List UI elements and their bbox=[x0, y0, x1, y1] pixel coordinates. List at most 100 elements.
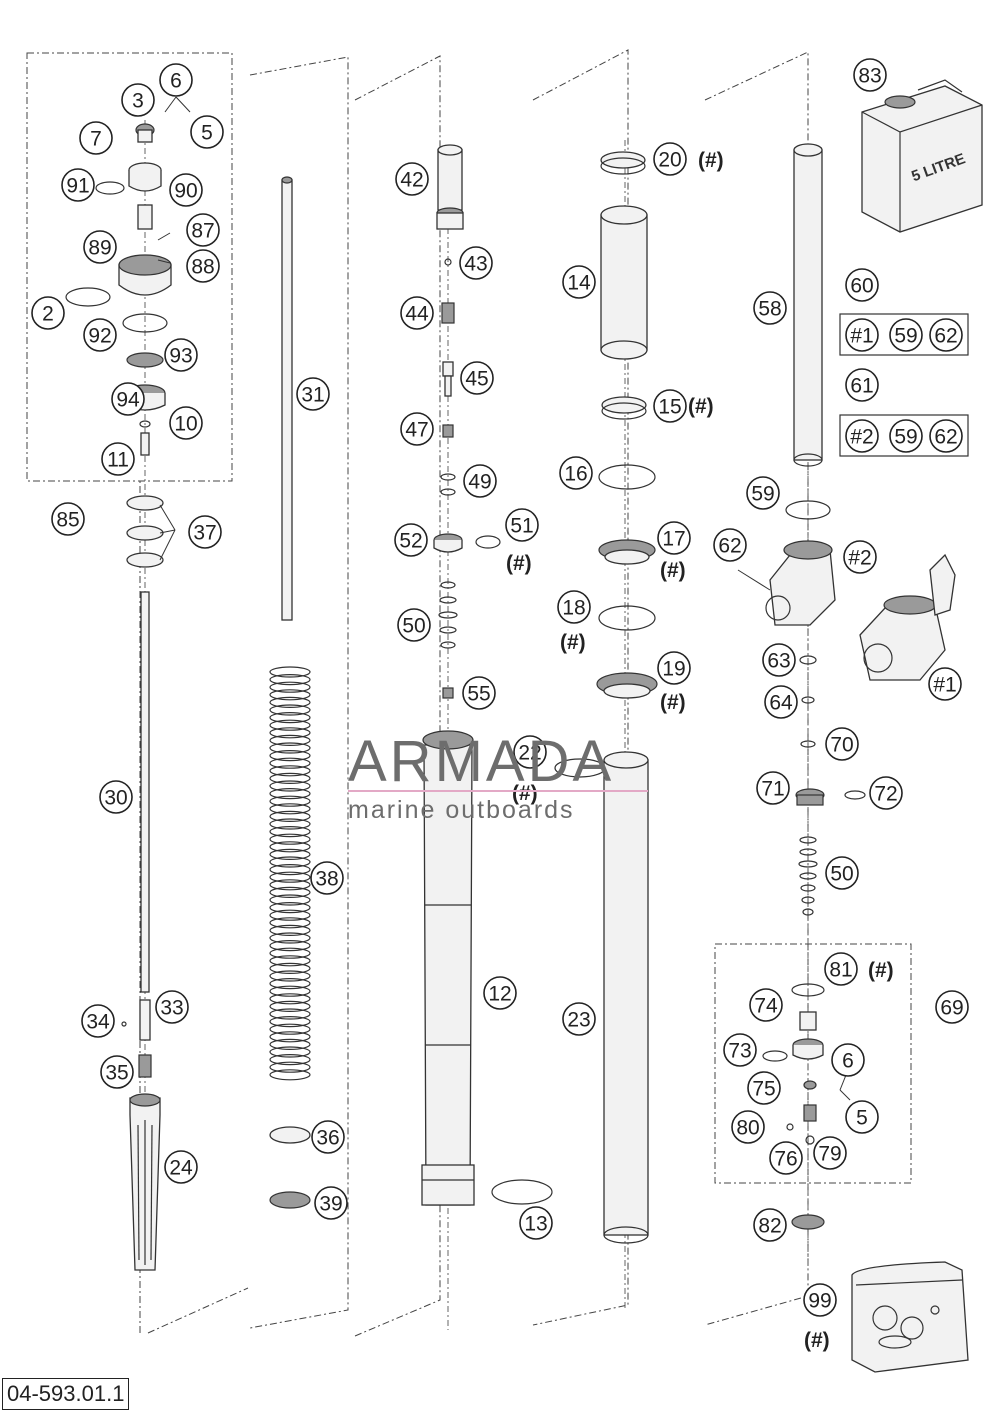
spring-coil bbox=[269, 719, 311, 731]
spring-coil bbox=[269, 787, 311, 800]
callout-number: 92 bbox=[88, 325, 111, 348]
spring-coil bbox=[269, 894, 311, 906]
callout-circle bbox=[186, 213, 220, 247]
spring-coil bbox=[269, 666, 311, 678]
spring-coil bbox=[269, 1069, 311, 1081]
callout-l_hash2: #2 bbox=[843, 540, 877, 574]
callout-circle bbox=[169, 173, 203, 207]
spring-coil bbox=[269, 1023, 311, 1035]
callout-kit60-2: 62 bbox=[929, 318, 963, 352]
callout-number: 35 bbox=[105, 1062, 128, 1085]
callout-circle bbox=[653, 142, 687, 176]
callout-number: 99 bbox=[808, 1290, 831, 1313]
watermark-rule bbox=[348, 790, 648, 792]
callout-circle bbox=[311, 1120, 345, 1154]
spring-coil bbox=[269, 818, 311, 830]
callout-number: 62 bbox=[934, 325, 957, 348]
callout-kit61-2: 62 bbox=[929, 419, 963, 453]
callout-circle bbox=[769, 1141, 803, 1175]
callout-number: 50 bbox=[830, 863, 853, 886]
callout-circle bbox=[483, 976, 517, 1010]
callout-number: #1 bbox=[933, 674, 956, 697]
callout-number: 88 bbox=[191, 256, 214, 279]
callout-circle bbox=[723, 1033, 757, 1067]
callout-number: 3 bbox=[132, 90, 144, 113]
callout-number: 38 bbox=[315, 868, 338, 891]
spring-coil bbox=[269, 962, 311, 975]
callout-circle bbox=[188, 515, 222, 549]
callout-circle bbox=[562, 265, 596, 299]
spring-coil bbox=[269, 924, 311, 937]
spring-coil bbox=[269, 1046, 311, 1058]
callout-circle bbox=[400, 412, 434, 446]
spring-coil bbox=[269, 780, 311, 792]
spring-coil bbox=[269, 932, 311, 944]
callout-number: 64 bbox=[769, 692, 793, 715]
callout-circle bbox=[79, 121, 113, 155]
callout-l17: 17 bbox=[657, 521, 691, 555]
spring-coil bbox=[269, 734, 311, 747]
callout-l50b: 50 bbox=[825, 856, 859, 890]
callout-l60: 60 bbox=[845, 268, 879, 302]
callout-l5b: 5 bbox=[845, 1100, 879, 1134]
callout-l74: 74 bbox=[749, 988, 783, 1022]
spring-coil bbox=[269, 765, 311, 777]
callout-number: 70 bbox=[830, 734, 853, 757]
callout-l13: 13 bbox=[519, 1206, 553, 1240]
hash-marker: (#) bbox=[506, 552, 532, 575]
callout-l42: 42 bbox=[395, 162, 429, 196]
callout-circle bbox=[935, 990, 969, 1024]
spring-coil bbox=[269, 711, 311, 724]
callout-circle bbox=[164, 338, 198, 372]
callout-circle bbox=[747, 1071, 781, 1105]
callout-circle bbox=[99, 780, 133, 814]
callout-number: 87 bbox=[191, 220, 214, 243]
callout-circle bbox=[824, 952, 858, 986]
callout-number: 90 bbox=[174, 180, 197, 203]
callout-l71: 71 bbox=[756, 771, 790, 805]
callout-circle bbox=[101, 442, 135, 476]
callout-l75: 75 bbox=[747, 1071, 781, 1105]
callout-l18: 18 bbox=[557, 590, 591, 624]
callout-number: 61 bbox=[850, 375, 873, 398]
callout-circle bbox=[505, 508, 539, 542]
spring-coil bbox=[269, 803, 311, 815]
callout-kit60-0: #1 bbox=[845, 318, 879, 352]
callout-number: 58 bbox=[758, 298, 781, 321]
hash-marker: (#) bbox=[688, 395, 714, 418]
callout-circle bbox=[394, 523, 428, 557]
callout-circle bbox=[562, 1002, 596, 1036]
oil-container: 5 LITRE bbox=[861, 79, 983, 233]
callout-circle bbox=[296, 377, 330, 411]
callout-circle bbox=[111, 382, 145, 416]
callout-circle bbox=[61, 168, 95, 202]
callout-circle bbox=[314, 1186, 348, 1220]
callout-l33: 33 bbox=[155, 990, 189, 1024]
spring-coil bbox=[269, 863, 311, 876]
callout-l79: 79 bbox=[813, 1136, 847, 1170]
callout-circle bbox=[813, 1136, 847, 1170]
callout-circle bbox=[653, 389, 687, 423]
callout-l90: 90 bbox=[169, 173, 203, 207]
spring-coil bbox=[269, 939, 311, 952]
callout-circle bbox=[397, 608, 431, 642]
callout-number: 59 bbox=[751, 483, 774, 506]
callout-number: 49 bbox=[468, 471, 491, 494]
callout-circle bbox=[889, 318, 923, 352]
callout-circle bbox=[83, 230, 117, 264]
spring-coil bbox=[269, 886, 311, 899]
hash-markers: (#)(#)(#)(#)(#)(#)(#)(#)(#) bbox=[506, 149, 894, 1352]
hash-marker: (#) bbox=[660, 559, 686, 582]
callout-l14: 14 bbox=[562, 265, 596, 299]
spring-coil bbox=[269, 871, 311, 883]
callout-circle bbox=[31, 296, 65, 330]
callout-circle bbox=[845, 318, 879, 352]
callout-circle bbox=[121, 83, 155, 117]
callout-number: 7 bbox=[90, 128, 102, 151]
spring-coil bbox=[269, 985, 311, 997]
callout-circle bbox=[459, 246, 493, 280]
hash-marker: (#) bbox=[560, 631, 586, 654]
callout-circle bbox=[100, 1055, 134, 1089]
spring-coil bbox=[269, 825, 311, 838]
